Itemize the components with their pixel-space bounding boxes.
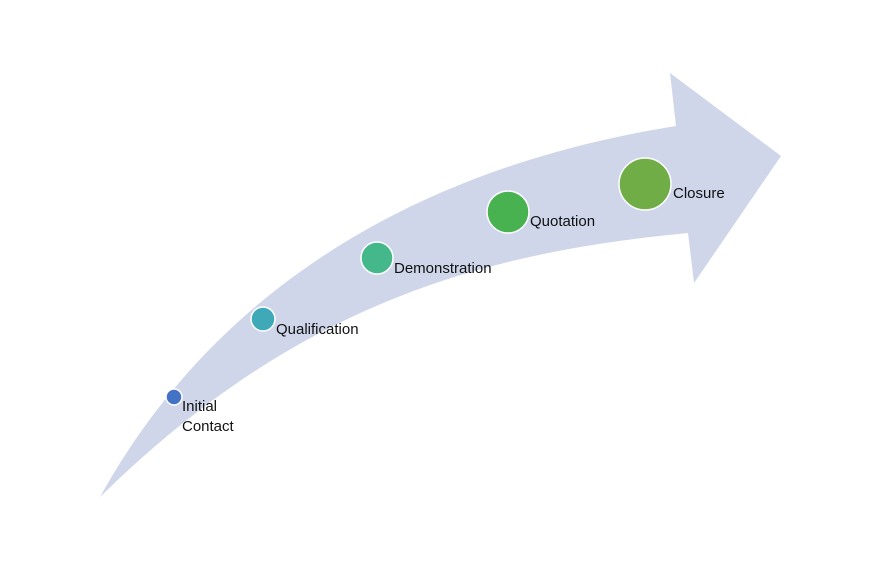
curved-progress-arrow [100, 73, 781, 497]
stage-initial-contact: Initial Contact [165, 388, 235, 435]
stage-closure: Closure [618, 157, 725, 211]
stage-qualification: Qualification [250, 306, 359, 338]
stage-marker-quotation [486, 190, 530, 234]
stage-marker-demonstration [360, 241, 394, 275]
stage-label-line: Demonstration [394, 260, 492, 277]
stage-label-line: Quotation [530, 213, 595, 230]
stage-marker-closure [618, 157, 672, 211]
stage-label-qualification: Qualification [276, 321, 359, 338]
stage-label-demonstration: Demonstration [394, 260, 492, 277]
stage-label-quotation: Quotation [530, 213, 595, 230]
stage-demonstration: Demonstration [360, 241, 492, 277]
stage-marker-qualification [250, 306, 276, 332]
stage-quotation: Quotation [486, 190, 595, 234]
stage-label-line: Qualification [276, 321, 359, 338]
stage-label-initial-contact: Initial Contact [182, 398, 235, 435]
stage-label-line: Closure [673, 185, 725, 202]
stage-label-line: Contact [182, 418, 235, 435]
stage-marker-initial-contact [165, 388, 183, 406]
stage-label-closure: Closure [673, 185, 725, 202]
stage-label-line: Initial [182, 398, 217, 415]
